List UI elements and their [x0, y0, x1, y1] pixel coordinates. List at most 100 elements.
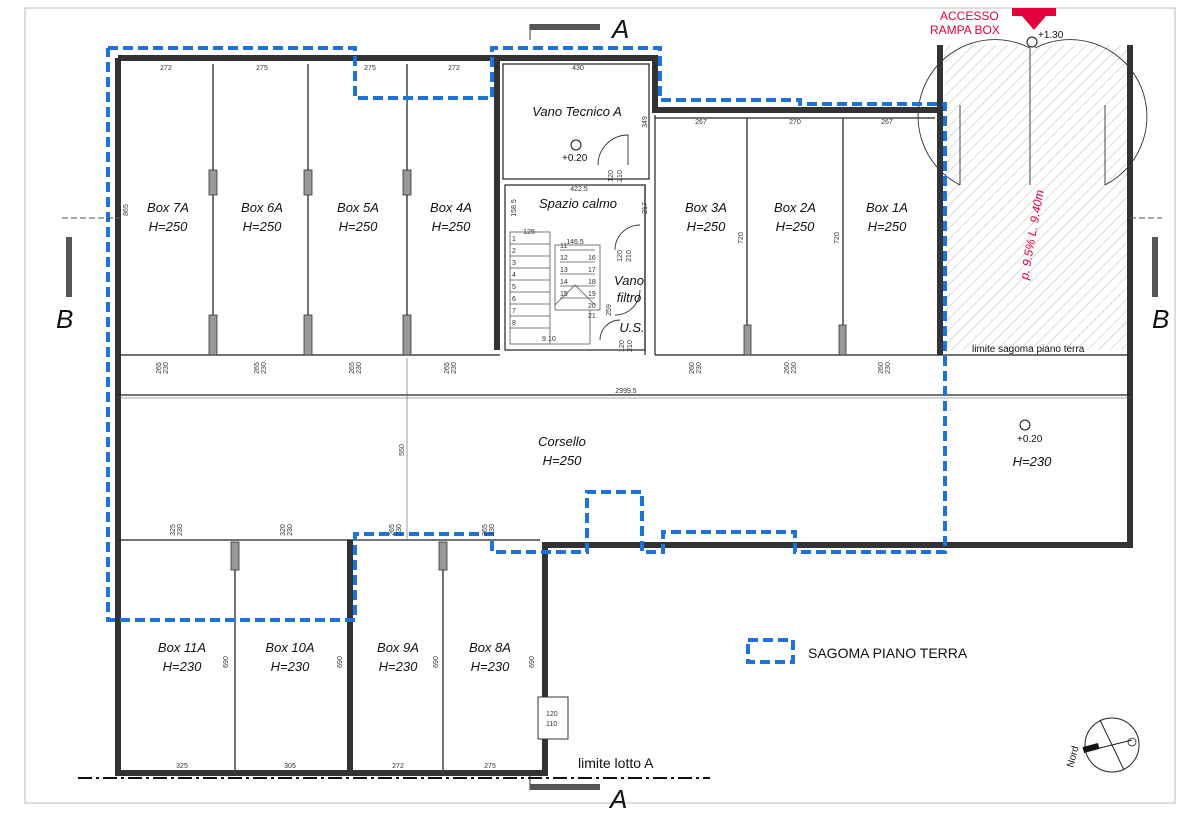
room-box10a-name: Box 10A [265, 640, 314, 655]
section-label-a-top: A [610, 14, 629, 44]
dim-door: 120 [608, 170, 615, 182]
access-label-1: ACCESSO [940, 9, 999, 23]
lot-label: limite lotto A [578, 755, 654, 771]
room-box8a-height: H=230 [471, 659, 510, 674]
dim-stair: 125 [523, 229, 535, 236]
room-box2a-name: Box 2A [774, 200, 816, 215]
dim-stair: 422.5 [570, 186, 588, 193]
manhole [537, 696, 569, 740]
ramp-limit: limite sagoma piano terra [972, 344, 1085, 355]
stair-step: 9 [542, 336, 546, 343]
elevation-marker-icon [1026, 36, 1038, 48]
dim-door-pair: 320 [280, 524, 287, 536]
dim-door: 120 [619, 340, 626, 352]
dim-door-pair: 325 [170, 524, 177, 536]
stair-step: 5 [512, 284, 516, 291]
room-box6a-height: H=250 [243, 219, 282, 234]
stair-step: 19 [588, 291, 596, 298]
vano-tecnico-elevation: +0.20 [562, 153, 588, 164]
stair-step: 17 [588, 267, 596, 274]
dim-door-pair: 230 [163, 362, 170, 374]
access-arrow-icon [1012, 8, 1056, 30]
dim-stair: 217 [642, 202, 649, 214]
room-ramp-area-height: H=230 [1013, 454, 1052, 469]
section-marks [62, 24, 1162, 790]
dim-manhole: 120 [546, 711, 558, 718]
dim-top: 270 [789, 119, 801, 126]
stair-step: 15 [560, 291, 568, 298]
access-elevation: +1.30 [1038, 30, 1064, 41]
dim-bottom: 275 [484, 763, 496, 770]
dim-door-pair: 230 [489, 524, 496, 536]
ramp-area-elevation: +0.20 [1017, 434, 1043, 445]
stair-step: 10 [548, 336, 556, 343]
dim-corsello-length: 2999.5 [615, 388, 637, 395]
dim-door: 120 [617, 250, 624, 262]
room-box3a-name: Box 3A [685, 200, 727, 215]
dim-door-pair: 230 [287, 524, 294, 536]
dim-corsello-width: 550 [399, 444, 406, 456]
dim-door-pair: 230 [451, 362, 458, 374]
stair-step: 4 [512, 272, 516, 279]
access-label-2: RAMPA BOX [930, 23, 1000, 37]
north-compass-icon [1082, 717, 1140, 773]
room-box3a-height: H=250 [687, 219, 726, 234]
room-box2a-height: H=250 [776, 219, 815, 234]
dim-door: 210 [626, 250, 633, 262]
dim-right-depth: 720 [738, 232, 745, 244]
dim-bottom-depth: 690 [433, 656, 440, 668]
room-corsello-name: Corsello [538, 434, 586, 449]
dim-door-pair: 230 [885, 362, 892, 374]
room-box5a-height: H=250 [339, 219, 378, 234]
dim-top: 275 [364, 65, 376, 72]
room-corsello-height: H=250 [543, 453, 582, 468]
stair-step: 6 [512, 296, 516, 303]
dim-door-pair: 260 [689, 362, 696, 374]
room-vano-tecnico-name: Vano Tecnico A [532, 104, 622, 119]
dim-bottom: 325 [176, 763, 188, 770]
room-box9a-name: Box 9A [377, 640, 419, 655]
north-label: Nord [1065, 745, 1081, 769]
dim-top: 430 [572, 65, 584, 72]
stair-step: 8 [512, 320, 516, 327]
stair-step-numbers: 1 2 3 4 5 6 7 8 9 10 11 12 13 14 15 16 1… [512, 236, 596, 343]
dim-door-pair: 230 [791, 362, 798, 374]
room-box8a-name: Box 8A [469, 640, 511, 655]
stair [509, 231, 601, 345]
stair-step: 7 [512, 308, 516, 315]
inner-walls [118, 63, 1130, 541]
room-box11a-name: Box 11A [158, 640, 206, 655]
elevation-marker-icon [570, 139, 582, 151]
dim-door-pair: 265 [482, 524, 489, 536]
section-label-a-bottom: A [608, 784, 627, 814]
stair-step: 3 [512, 260, 516, 267]
legend-swatch [746, 638, 795, 664]
sagoma-outline [106, 46, 947, 622]
dim-bottom-depth: 690 [529, 656, 536, 668]
dim-door-pair: 265 [349, 362, 356, 374]
dim-stair: 259 [606, 304, 613, 316]
dim-door-pair: 265 [156, 362, 163, 374]
door-swings [597, 39, 1148, 341]
outer-walls [115, 45, 1133, 776]
stair-step: 21 [588, 313, 596, 320]
stair-step: 12 [560, 255, 568, 262]
room-box1a-height: H=250 [868, 219, 907, 234]
dim-top: 267 [881, 119, 893, 126]
dim-door-pair: 260 [784, 362, 791, 374]
room-box1a-name: Box 1A [866, 200, 908, 215]
room-vano-filtro-line2: filtro [617, 290, 642, 305]
dim-door-pair: 230 [177, 524, 184, 536]
dim-top: 272 [448, 65, 460, 72]
dim-door-pair: 230 [261, 362, 268, 374]
section-label-b-right: B [1152, 304, 1169, 334]
stair-step: 1 [512, 236, 516, 243]
dim-top: 272 [160, 65, 172, 72]
stair-step: 13 [560, 267, 568, 274]
dim-bottom-depth: 690 [223, 656, 230, 668]
dim-door-pair: 230 [356, 362, 363, 374]
dim-bottom-depth: 690 [337, 656, 344, 668]
dim-door-pair: 260 [878, 362, 885, 374]
stair-step: 20 [588, 303, 596, 310]
